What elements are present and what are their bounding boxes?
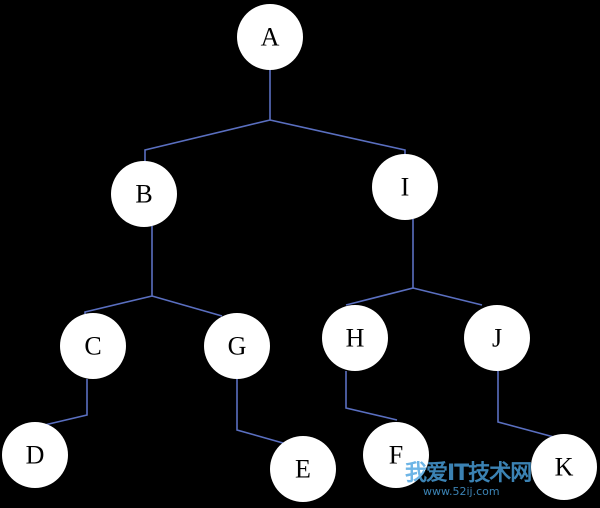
node-circle: [2, 422, 68, 488]
edge-G-E: [236, 379, 291, 446]
node-label: G: [228, 332, 247, 361]
node-circle: [60, 313, 126, 379]
node-circle: [464, 305, 530, 371]
edge-A-B: [144, 60, 271, 162]
node-label: C: [84, 332, 101, 361]
node-G: G: [204, 313, 270, 379]
edge-A-I: [269, 119, 406, 155]
node-circle: [372, 154, 438, 220]
watermark-title: 我爱IT技术网: [405, 461, 532, 486]
edge-B-C: [84, 226, 153, 314]
node-label: J: [492, 324, 502, 353]
node-circle: [111, 161, 177, 227]
node-label: E: [295, 455, 311, 484]
edge-B-G: [151, 295, 223, 317]
node-D: D: [2, 422, 68, 488]
node-label: K: [555, 453, 574, 482]
node-circle: [363, 422, 429, 488]
node-J: J: [464, 305, 530, 371]
node-label: A: [261, 23, 280, 52]
node-label: I: [401, 173, 410, 202]
node-circle: [270, 436, 336, 502]
edge-H-F: [345, 371, 398, 421]
node-I: I: [372, 154, 438, 220]
node-circle: [322, 305, 388, 371]
edge-I-H: [345, 219, 414, 306]
node-label: B: [135, 180, 152, 209]
node-B: B: [111, 161, 177, 227]
node-F: F: [363, 422, 429, 488]
node-label: F: [389, 441, 403, 470]
node-H: H: [322, 305, 388, 371]
watermark: 我爱IT技术网 www.52ij.com: [405, 455, 532, 498]
node-circle: [204, 313, 270, 379]
watermark-url: www.52ij.com: [423, 485, 500, 498]
node-E: E: [270, 436, 336, 502]
node-circle: [237, 4, 303, 70]
edge-J-K: [497, 371, 566, 441]
edge-I-J: [412, 287, 483, 306]
node-C: C: [60, 313, 126, 379]
node-A: A: [237, 4, 303, 70]
node-label: D: [26, 441, 45, 470]
node-label: H: [346, 324, 365, 353]
node-circle: [531, 434, 597, 500]
node-K: K: [531, 434, 597, 500]
edge-C-D: [35, 379, 88, 429]
